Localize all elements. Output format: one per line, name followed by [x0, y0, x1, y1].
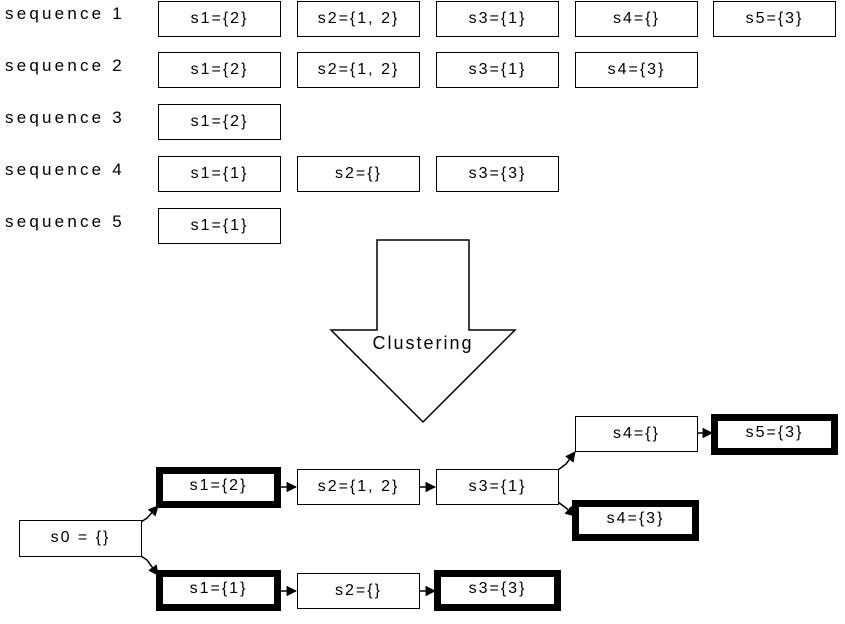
edge-arrow — [557, 451, 576, 471]
terminal-state-node: s1={2} — [156, 467, 281, 508]
sequence-label: sequence 4 — [5, 160, 125, 179]
sequence-state: s1={2} — [158, 1, 281, 37]
terminal-state-node: s4={3} — [572, 500, 699, 541]
root-state-node: s0 = {} — [19, 520, 142, 557]
state-node: s4={} — [575, 416, 698, 452]
sequence-label: sequence 1 — [5, 4, 125, 23]
sequence-state: s5={3} — [713, 1, 836, 37]
sequence-state: s2={1, 2} — [297, 52, 420, 88]
sequence-label: sequence 3 — [5, 108, 125, 127]
state-node: s2={} — [297, 573, 420, 609]
sequence-label: sequence 5 — [5, 212, 125, 231]
edge-arrow — [140, 555, 159, 576]
sequence-state: s3={3} — [436, 156, 559, 192]
sequence-state: s3={1} — [436, 1, 559, 37]
terminal-state-node: s3={3} — [434, 570, 561, 611]
terminal-state-node: s1={1} — [156, 570, 281, 611]
clustering-arrow-icon — [329, 239, 517, 424]
state-node: s3={1} — [436, 469, 559, 505]
sequence-state: s3={1} — [436, 52, 559, 88]
terminal-state-node: s5={3} — [711, 414, 838, 455]
sequence-label: sequence 2 — [5, 56, 125, 75]
sequence-state: s2={1, 2} — [297, 1, 420, 37]
sequence-state: s4={3} — [575, 52, 698, 88]
sequence-state: s1={2} — [158, 104, 281, 140]
sequence-state: s1={1} — [158, 208, 281, 244]
sequence-state: s4={} — [575, 1, 698, 37]
edge-arrow — [140, 505, 159, 523]
sequence-state: s1={1} — [158, 156, 281, 192]
clustering-label: Clustering — [372, 333, 474, 353]
state-node: s2={1, 2} — [297, 469, 420, 505]
sequence-state: s2={} — [297, 156, 420, 192]
sequence-state: s1={2} — [158, 52, 281, 88]
